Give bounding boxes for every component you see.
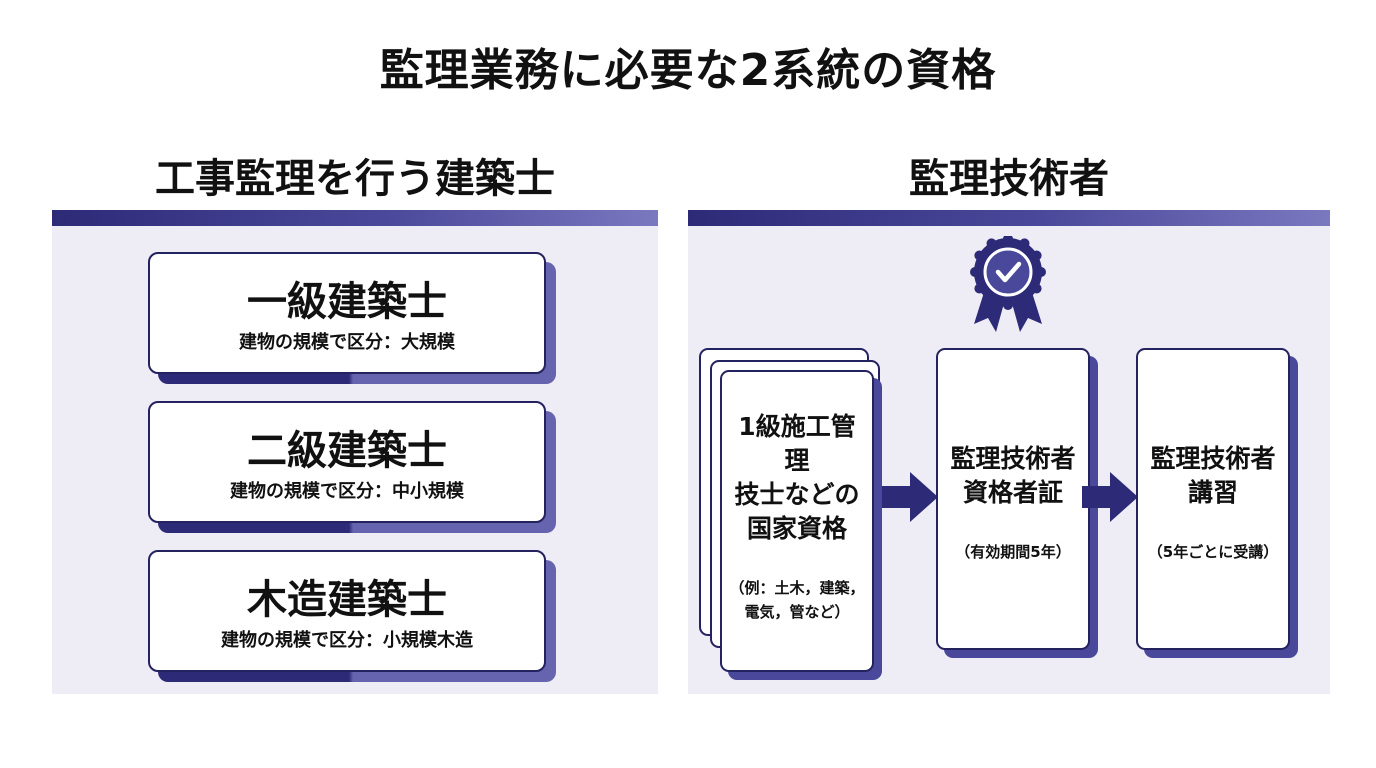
step-note: （例：土木，建築， 電気，管など）	[729, 579, 865, 621]
step-engineer-certificate: 監理技術者 資格者証 （有効期間5年）	[936, 348, 1098, 658]
engineer-panel-header-bar	[688, 210, 1330, 226]
license-card-first-class: 一級建築士 建物の規模で区分：大規模	[148, 252, 556, 384]
step-title: 監理技術者 講習	[1150, 444, 1276, 507]
flow-arrow-icon	[1082, 472, 1138, 522]
step-note: （5年ごとに受講）	[1147, 543, 1279, 561]
flow-arrow-icon	[882, 472, 938, 522]
license-card-second-class: 二級建築士 建物の規模で区分：中小規模	[148, 401, 556, 533]
step-title: 1級施工管理 技士などの 国家資格	[734, 412, 860, 543]
architect-panel: 一級建築士 建物の規模で区分：大規模 二級建築士 建物の規模で区分：中小規模 木…	[52, 210, 658, 694]
card-face: 木造建築士 建物の規模で区分：小規模木造	[148, 550, 546, 672]
license-name: 木造建築士	[247, 577, 447, 623]
step-title: 監理技術者 資格者証	[950, 444, 1076, 507]
card-face: 監理技術者 講習 （5年ごとに受講）	[1136, 348, 1290, 650]
main-title: 監理業務に必要な2系統の資格	[379, 45, 997, 96]
card-face: 1級施工管理 技士などの 国家資格 （例：土木，建築， 電気，管など）	[720, 370, 874, 672]
card-face: 監理技術者 資格者証 （有効期間5年）	[936, 348, 1090, 650]
license-card-wooden: 木造建築士 建物の規模で区分：小規模木造	[148, 550, 556, 682]
license-scope: 建物の規模で区分：中小規模	[230, 481, 464, 502]
license-scope: 建物の規模で区分：小規模木造	[221, 630, 473, 651]
supervising-engineer-section-title: 監理技術者	[909, 156, 1109, 202]
card-face: 一級建築士 建物の規模で区分：大規模	[148, 252, 546, 374]
step-engineer-training: 監理技術者 講習 （5年ごとに受講）	[1136, 348, 1298, 658]
supervising-engineer-panel: 1級施工管理 技士などの 国家資格 （例：土木，建築， 電気，管など） 監理技術…	[688, 210, 1330, 694]
license-name: 一級建築士	[247, 279, 447, 325]
license-name: 二級建築士	[247, 428, 447, 474]
card-face: 二級建築士 建物の規模で区分：中小規模	[148, 401, 546, 523]
architect-panel-header-bar	[52, 210, 658, 226]
certified-badge-icon	[970, 236, 1046, 332]
step-national-qualification: 1級施工管理 技士などの 国家資格 （例：土木，建築， 電気，管など）	[720, 370, 882, 680]
architect-section-title: 工事監理を行う建築士	[155, 156, 555, 202]
step-note: （有効期間5年）	[955, 543, 1071, 561]
license-scope: 建物の規模で区分：大規模	[239, 332, 455, 353]
